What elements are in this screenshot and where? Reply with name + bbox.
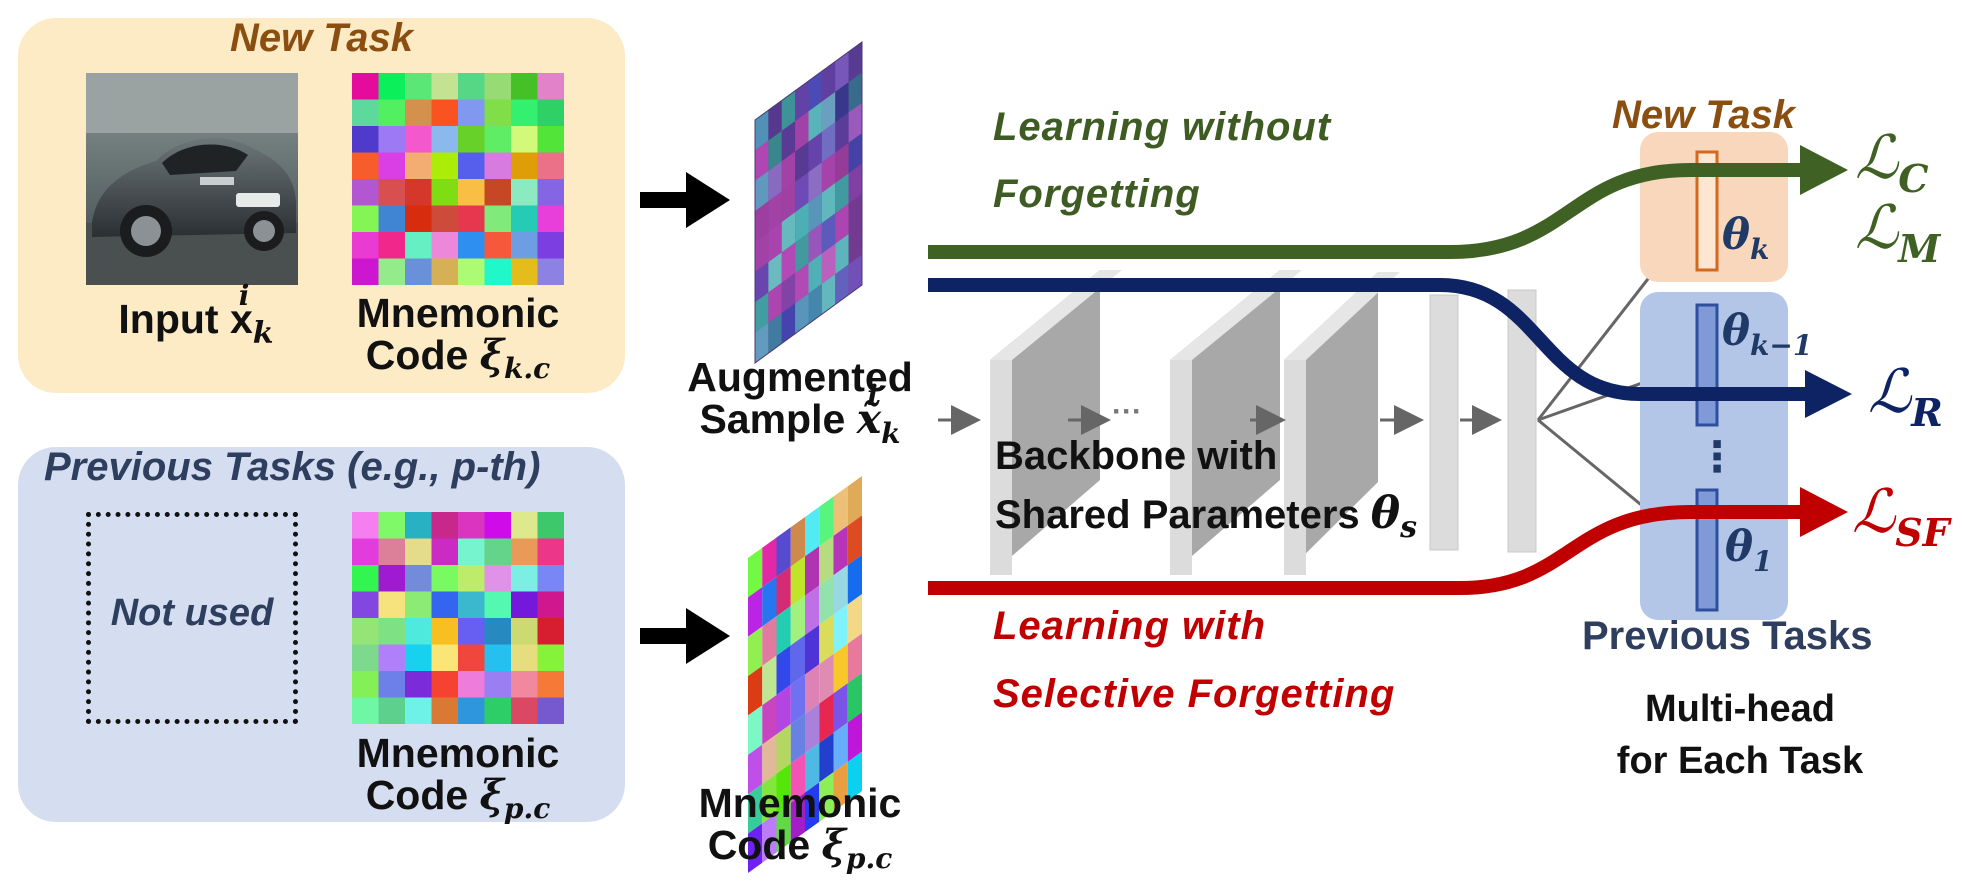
theta-k-label: θk	[1722, 210, 1770, 266]
loss-sf: ℒSF	[1852, 477, 1950, 555]
new-task-title: New Task	[229, 16, 414, 60]
new-mnemonic-code-label: Mnemonic Code ξk.c	[356, 290, 560, 386]
loss-r: ℒR	[1868, 357, 1943, 435]
previous-tasks-head-panel	[1640, 292, 1788, 620]
previous-mnemonic-code-grid	[352, 512, 564, 724]
lsf-label-line2: Selective Forgetting	[993, 672, 1396, 716]
previous-tasks-head-label: Previous Tasks	[1582, 614, 1873, 658]
theta-km1-label: θk−1	[1722, 306, 1813, 362]
lsf-label-line1: Learning with	[993, 604, 1266, 648]
multihead-label: Multi-head for Each Task	[1616, 688, 1864, 782]
new-task-head-label: New Task	[1612, 93, 1796, 137]
backbone-label-line1: Backbone with	[995, 434, 1278, 478]
lwf-path	[928, 163, 1805, 259]
theta-km1-head-bar	[1695, 303, 1719, 427]
backbone-label-line2: Shared Parameters θs	[995, 488, 1418, 545]
theta-1-head-bar	[1695, 488, 1719, 612]
not-used-label: Not used	[110, 592, 274, 634]
lsf-path	[928, 505, 1805, 595]
not-used-placeholder	[86, 512, 298, 724]
theta-k-head-bar	[1695, 150, 1719, 272]
rehearsal-path	[928, 278, 1810, 401]
previous-mnemonic-code-label: Mnemonic Code ξp.c	[356, 730, 560, 826]
arrow-new-to-augmented	[640, 172, 730, 228]
loss-c: ℒC	[1855, 123, 1929, 201]
previous-tasks-title: Previous Tasks (e.g., p-th)	[44, 445, 541, 489]
loss-m: ℒM	[1855, 193, 1941, 271]
theta-1-label: θ1	[1725, 522, 1773, 578]
lwf-arrowhead	[1800, 145, 1848, 195]
lsf-arrowhead	[1800, 487, 1848, 537]
augmented-sample-image	[754, 41, 863, 364]
backbone-ellipsis: ···	[1112, 395, 1142, 428]
rehearsal-arrowhead	[1805, 370, 1852, 418]
mnemonic-code-transformed	[748, 476, 862, 873]
head-vdots: ⋮	[1696, 433, 1738, 480]
backbone-layers	[990, 270, 1537, 575]
lwf-label-line2: Forgetting	[993, 172, 1201, 216]
mnemonic-code-middle-label: Mnemonic Code ξp.c	[698, 780, 902, 876]
arrow-prev-to-mnemonic	[640, 608, 730, 664]
input-car-image	[86, 73, 298, 285]
lwf-label-line1: Learning without	[993, 105, 1332, 149]
new-mnemonic-code-grid	[352, 73, 564, 285]
